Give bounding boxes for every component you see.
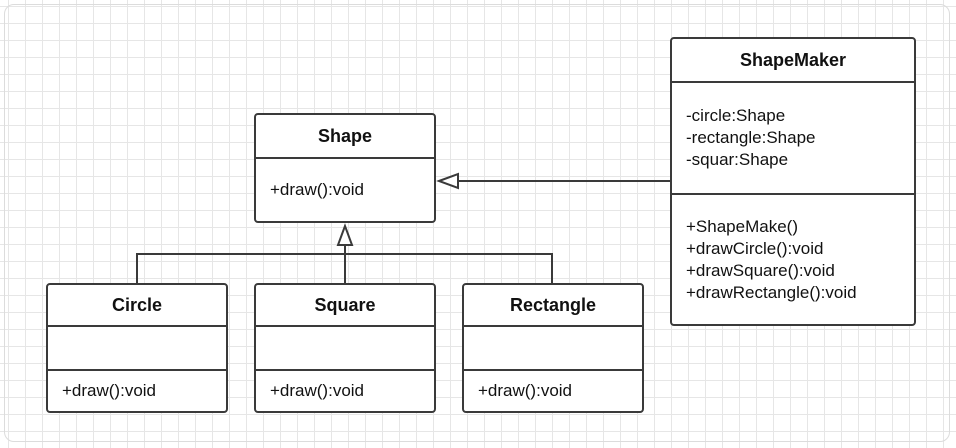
operation: +draw():void <box>62 381 157 400</box>
generalization-circle-line <box>136 253 345 283</box>
generalization-rectangle-line <box>345 253 553 283</box>
operation: +draw():void <box>270 381 365 400</box>
class-circle-operations: +draw():void <box>48 371 226 411</box>
class-circle[interactable]: Circle +draw():void <box>46 283 228 413</box>
attribute: -circle:Shape <box>686 106 786 125</box>
class-rectangle-attributes <box>464 327 642 371</box>
operation: +ShapeMake() <box>686 216 798 236</box>
attribute: -squar:Shape <box>686 150 789 169</box>
class-square-attributes <box>256 327 434 371</box>
class-shape[interactable]: Shape +draw():void <box>254 113 436 223</box>
class-shape-name: Shape <box>256 115 434 159</box>
class-rectangle-name: Rectangle <box>464 285 642 327</box>
class-shape-operations: +draw():void <box>256 159 434 221</box>
class-circle-attributes <box>48 327 226 371</box>
operation: +draw():void <box>478 381 573 400</box>
class-rectangle-operations: +draw():void <box>464 371 642 411</box>
operation: +drawCircle():void <box>686 238 824 258</box>
attribute: -rectangle:Shape <box>686 128 816 147</box>
class-shapemaker[interactable]: ShapeMaker -circle:Shape -rectangle:Shap… <box>670 37 916 326</box>
operation: +drawRectangle():void <box>686 282 857 302</box>
class-shapemaker-operations: +ShapeMake() +drawCircle():void +drawSqu… <box>672 195 914 324</box>
operation: +draw():void <box>270 180 365 199</box>
operation: +drawSquare():void <box>686 260 835 280</box>
canvas-frame <box>4 4 950 442</box>
class-square-name: Square <box>256 285 434 327</box>
class-circle-name: Circle <box>48 285 226 327</box>
generalization-arrowhead <box>336 223 354 246</box>
class-shapemaker-attributes: -circle:Shape -rectangle:Shape -squar:Sh… <box>672 83 914 195</box>
class-rectangle[interactable]: Rectangle +draw():void <box>462 283 644 413</box>
class-square-operations: +draw():void <box>256 371 434 411</box>
class-square[interactable]: Square +draw():void <box>254 283 436 413</box>
class-shapemaker-name: ShapeMaker <box>672 39 914 83</box>
association-arrowhead <box>436 172 459 190</box>
